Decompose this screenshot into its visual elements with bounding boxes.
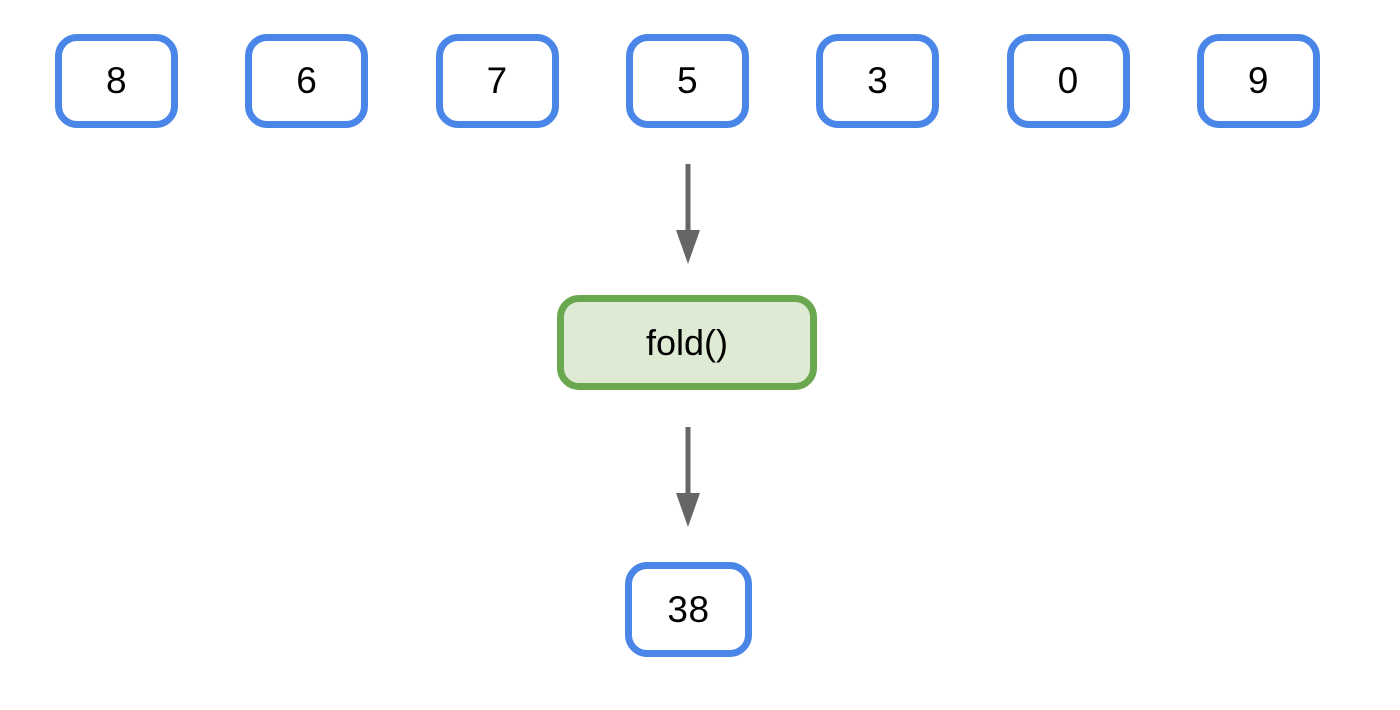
input-value-label: 3 <box>867 60 889 101</box>
input-value-box: 7 <box>435 34 559 128</box>
input-value-label: 6 <box>296 60 318 101</box>
input-value-box: 8 <box>55 34 178 128</box>
down-arrow-icon <box>676 164 700 264</box>
input-value-label: 8 <box>105 60 128 101</box>
input-value-box: 5 <box>625 34 749 128</box>
fold-operation-box: fold() <box>557 295 817 390</box>
down-arrow-icon <box>676 427 700 527</box>
input-value-box: 0 <box>1006 34 1130 128</box>
input-value-label: 9 <box>1247 60 1269 101</box>
input-value-label: 7 <box>486 60 508 101</box>
fold-operation-label: fold() <box>645 321 729 363</box>
input-sequence-row: 8 6 7 5 3 0 9 <box>55 34 1320 128</box>
input-value-label: 0 <box>1057 60 1079 101</box>
result-value-label: 38 <box>667 588 710 630</box>
input-value-box: 6 <box>245 34 369 128</box>
input-value-box: 9 <box>1196 34 1320 128</box>
result-value-box: 38 <box>625 562 752 657</box>
input-value-box: 3 <box>816 34 940 128</box>
input-value-label: 5 <box>676 60 699 101</box>
